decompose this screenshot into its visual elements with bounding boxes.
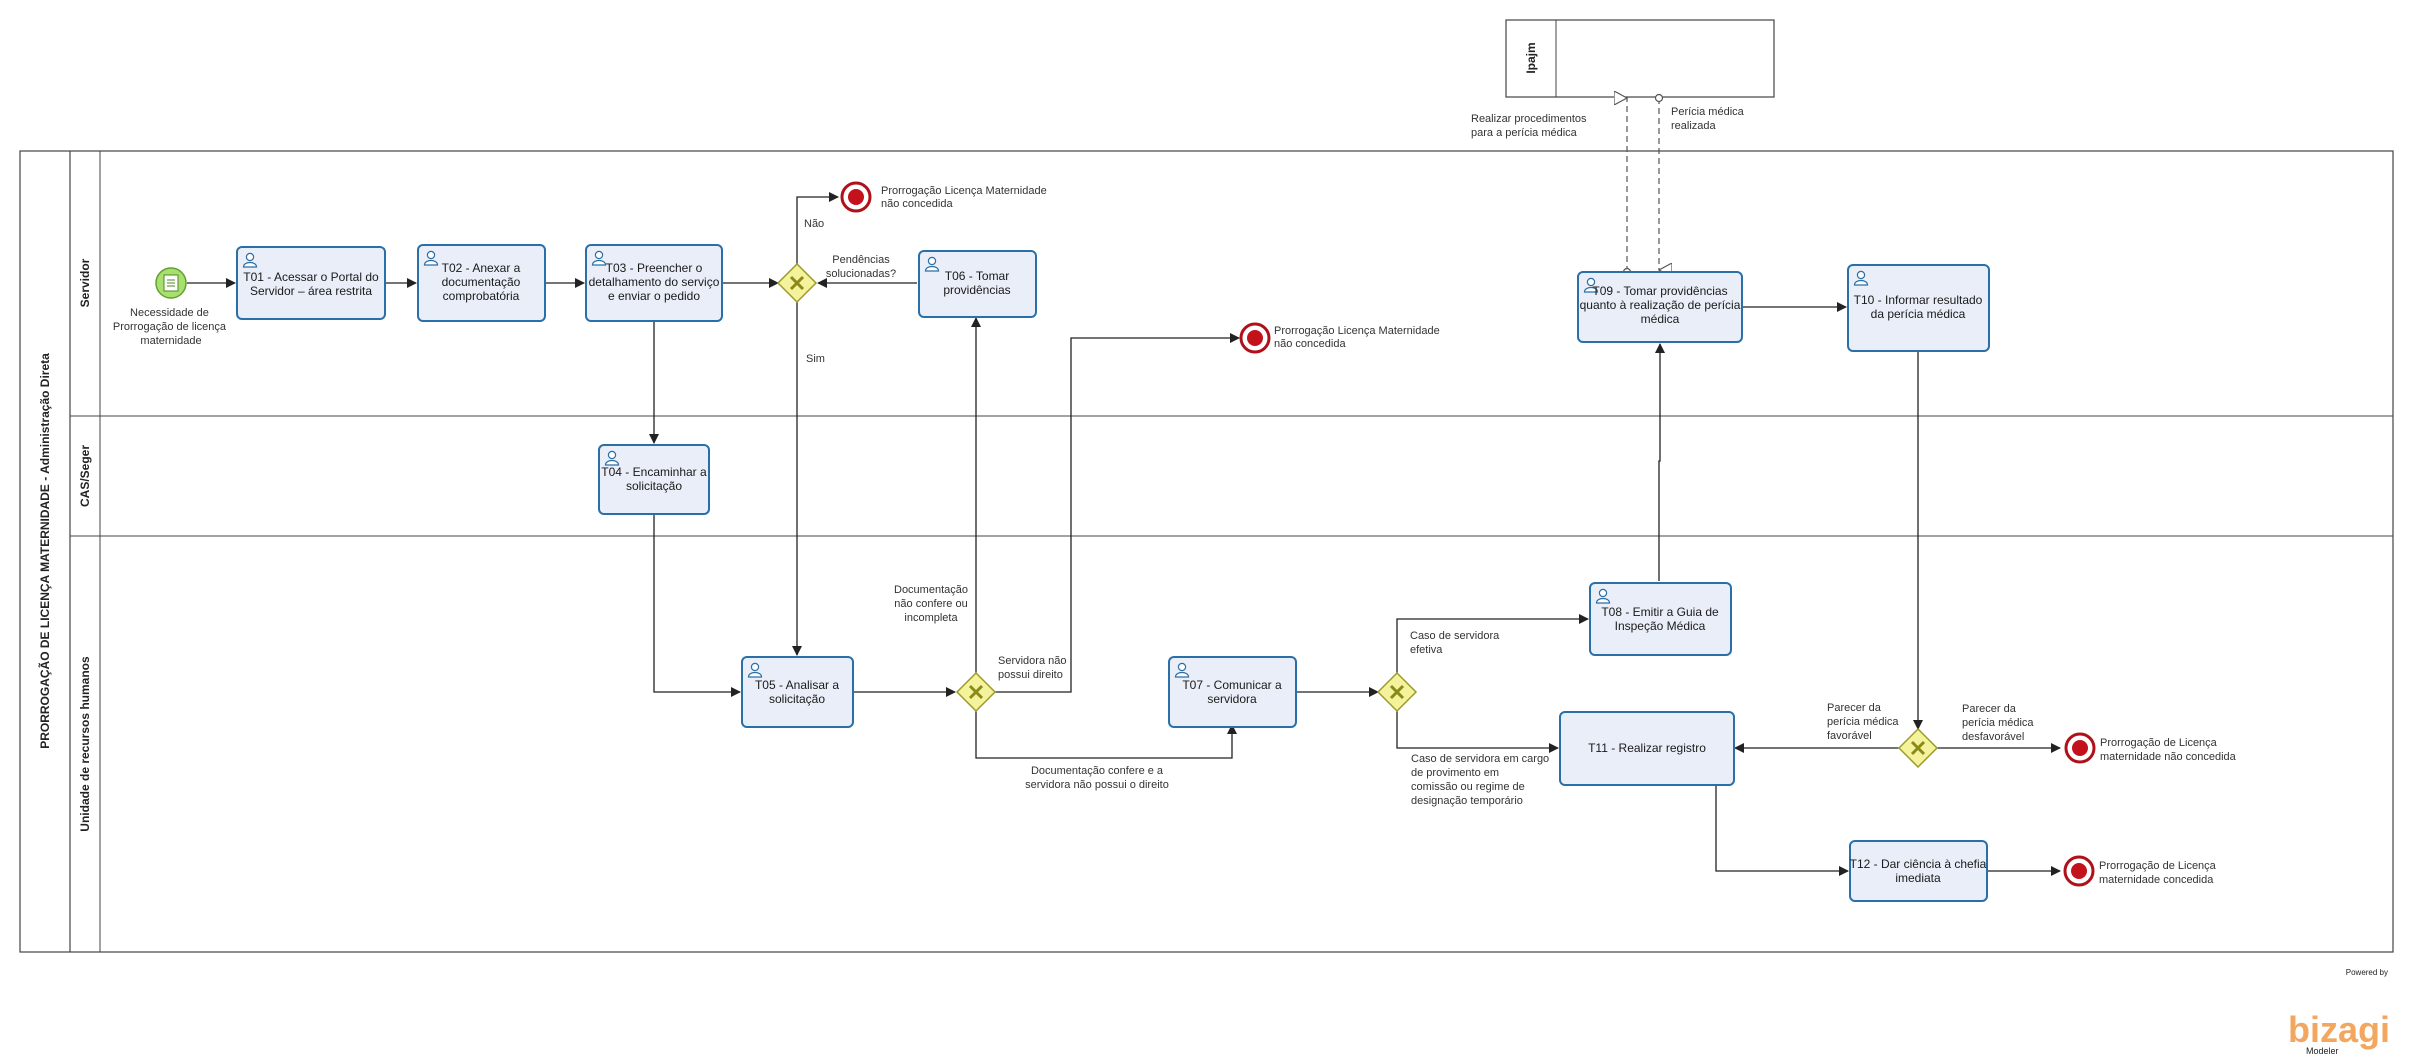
end-event-2 [1239, 322, 1271, 354]
lane-cas-seger-title: CAS/Seger [78, 445, 92, 507]
gateway-tipo-servidora[interactable] [1376, 671, 1418, 713]
lane-rh-title: Unidade de recursos humanos [78, 656, 92, 832]
bizagi-wordmark: bizagi [2288, 1009, 2390, 1050]
svg-text:Powered by: Powered by [2346, 968, 2388, 977]
gateway-pendencias[interactable] [776, 262, 818, 304]
label-nao: Não [804, 218, 824, 230]
gateway-parecer[interactable] [1897, 727, 1939, 769]
lane-servidor-title: Servidor [78, 258, 92, 307]
end-event-4 [2063, 855, 2095, 887]
label-sim: Sim [806, 353, 825, 365]
task-t11[interactable]: T11 - Realizar registro [1559, 711, 1735, 786]
sequence-flows [187, 192, 2061, 876]
svg-text:Modeler: Modeler [2306, 1046, 2339, 1056]
start-event [155, 267, 187, 299]
end-event-1 [840, 181, 872, 213]
start-event-label: Necessidade de Prorrogação de licença ma… [113, 307, 229, 347]
ipajm-pool: Ipajm [1505, 19, 1775, 98]
gateway-analise[interactable] [955, 671, 997, 713]
bizagi-logo: Powered by bizagi Modeler [2288, 968, 2390, 1056]
end-event-3 [2064, 732, 2096, 764]
pool-title: PRORROGAÇÃO DE LICENÇA MATERNIDADE - Adm… [37, 353, 52, 749]
ipajm-title: Ipajm [1524, 42, 1538, 73]
svg-text:T11 - Realizar registro: T11 - Realizar registro [1588, 741, 1706, 755]
